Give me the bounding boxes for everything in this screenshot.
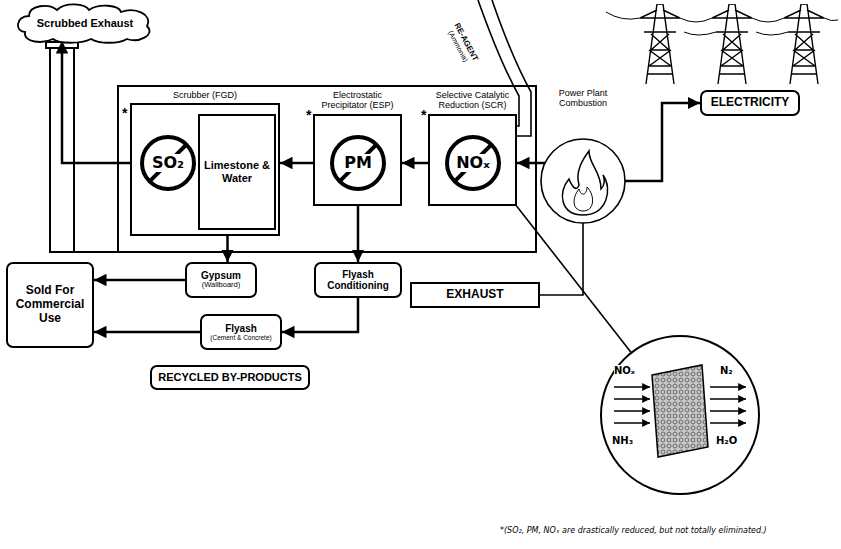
flow-arrow bbox=[282, 298, 358, 332]
flow-arrow bbox=[62, 41, 130, 163]
flow-arrow bbox=[402, 162, 428, 165]
combustion-circle: Power Plant Combustion bbox=[540, 88, 626, 224]
pollutant-circle: PM bbox=[330, 135, 386, 191]
byproduct-box-text: (Cement & Concrete) bbox=[210, 334, 271, 341]
exhaust-cloud-text: Scrubbed Exhaust bbox=[37, 17, 134, 30]
stack-base bbox=[74, 251, 118, 253]
connector-line bbox=[540, 223, 583, 295]
catalyst-magnifier: NOₓ N₂ NH₃ H₂O bbox=[600, 335, 760, 495]
scr-unit-text: Selective Catalytic Reduction (SCR) bbox=[428, 90, 517, 111]
process-box-text: Flyash Conditioning bbox=[319, 269, 397, 292]
byproduct-box: Gypsum(Wallboard) bbox=[185, 262, 257, 298]
scrubber-unit: Scrubber (FGD) SO₂ Limestone & Water bbox=[130, 90, 280, 236]
scrubber-unit-text: Scrubber (FGD) bbox=[173, 90, 237, 100]
pollutant-circle-text: NOₓ bbox=[455, 154, 491, 172]
market-box: Sold For Commercial Use bbox=[6, 262, 94, 348]
reduction-asterisk: * bbox=[421, 108, 426, 123]
footnote: *(SO₂, PM, NOₓ are drastically reduced, … bbox=[500, 527, 767, 536]
transmission-tower bbox=[712, 4, 752, 84]
catalyst-magnifier-text: NH₃ bbox=[612, 435, 633, 446]
process-box-text: Limestone & Water bbox=[203, 159, 271, 184]
output-box: ELECTRICITY bbox=[700, 90, 800, 116]
byproduct-box-text: (Wallboard) bbox=[202, 281, 240, 290]
exhaust-cloud: Scrubbed Exhaust bbox=[15, 2, 155, 44]
catalyst-magnifier-text: N₂ bbox=[720, 365, 733, 376]
flow-arrow bbox=[280, 162, 313, 165]
precipitator-unit-text: Electrostatic Precipitator (ESP) bbox=[313, 90, 402, 111]
process-box: Limestone & Water bbox=[198, 114, 276, 230]
market-box-text: Sold For Commercial Use bbox=[12, 284, 88, 325]
flow-arrow bbox=[625, 103, 700, 181]
exhaust-box-text: EXHAUST bbox=[446, 288, 503, 302]
section-banner: RECYCLED BY-PRODUCTS bbox=[150, 365, 310, 390]
catalyst-magnifier-text: H₂O bbox=[716, 435, 737, 446]
byproduct-box: Flyash(Cement & Concrete) bbox=[200, 314, 282, 350]
combustion-circle-text: Power Plant Combustion bbox=[540, 88, 626, 109]
mag-outline bbox=[600, 335, 760, 495]
pollutant-circle-text: SO₂ bbox=[151, 154, 185, 172]
exhaust-box: EXHAUST bbox=[410, 282, 540, 308]
reduction-asterisk: * bbox=[122, 106, 127, 121]
output-box-text: ELECTRICITY bbox=[711, 96, 790, 110]
reagent-label-group: RE-AGENT(Ammonia) bbox=[441, 14, 484, 75]
process-box: Flyash Conditioning bbox=[314, 262, 402, 298]
byproduct-box-text: Flyash bbox=[225, 323, 257, 335]
flow-arrow bbox=[94, 279, 185, 282]
flow-arrow bbox=[517, 162, 545, 165]
equipment-frame bbox=[118, 86, 536, 252]
catalyst-magnifier-text: NOₓ bbox=[614, 365, 635, 376]
section-banner-text: RECYCLED BY-PRODUCTS bbox=[158, 371, 302, 384]
scr-unit: Selective Catalytic Reduction (SCR) NOₓ bbox=[428, 90, 517, 206]
precipitator-unit: Electrostatic Precipitator (ESP) PM bbox=[313, 90, 402, 206]
flow-arrow bbox=[94, 331, 200, 334]
pollutant-circle: NOₓ bbox=[445, 135, 501, 191]
flow-arrow bbox=[357, 206, 360, 262]
plant-outline bbox=[540, 88, 626, 224]
pollutant-circle: SO₂ bbox=[140, 135, 196, 191]
reduction-asterisk: * bbox=[306, 108, 311, 123]
pollutant-circle-text: PM bbox=[343, 154, 373, 172]
transmission-tower bbox=[640, 4, 680, 84]
power-lines bbox=[606, 12, 838, 35]
transmission-tower bbox=[784, 4, 824, 84]
byproduct-box-text: Gypsum bbox=[201, 270, 241, 282]
connector-line bbox=[515, 204, 631, 353]
